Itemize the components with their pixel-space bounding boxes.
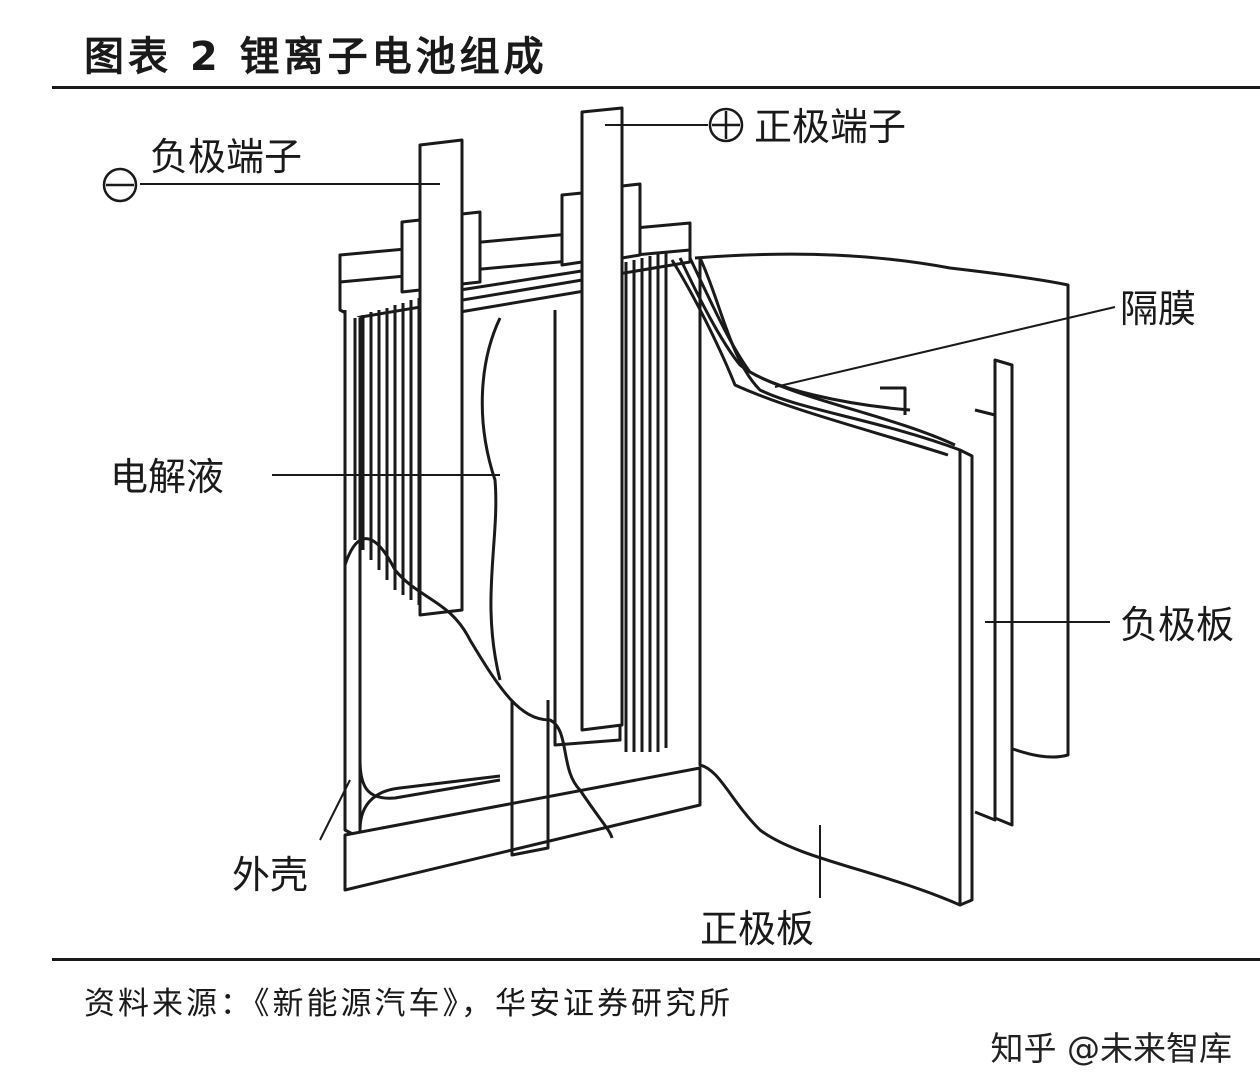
bottom-base <box>343 766 702 892</box>
negative-terminal-collar <box>400 210 482 294</box>
label-negative-plate: 负极板 <box>1120 603 1234 647</box>
casing-left-strips <box>353 298 421 605</box>
plus-symbol-icon <box>708 107 744 143</box>
electrolyte-edge <box>343 537 614 839</box>
negative-plate-layer-2 <box>974 408 997 822</box>
figure-title: 图表 2 锂离子电池组成 <box>84 34 548 80</box>
casing-body <box>343 310 362 840</box>
positive-terminal-post <box>580 106 624 732</box>
top-rule <box>52 86 1260 89</box>
positive-strips <box>624 252 668 752</box>
leader-separator <box>774 306 1116 388</box>
positive-terminal-collar <box>560 182 642 267</box>
label-positive-plate: 正极板 <box>700 907 814 951</box>
separator-curve-1 <box>678 257 911 412</box>
center-rod <box>510 700 550 857</box>
negative-plate-layer-1 <box>993 358 1014 827</box>
bottom-inner <box>358 759 501 831</box>
negative-terminal-post <box>418 138 464 617</box>
separator-fold <box>880 386 907 415</box>
positive-plate-edge <box>959 448 974 907</box>
label-negative-terminal: 负极端子 <box>150 135 302 179</box>
label-electrolyte: 电解液 <box>110 455 224 499</box>
label-casing: 外壳 <box>232 853 308 897</box>
source-note: 资料来源：《新能源汽车》，华安证券研究所 <box>84 986 733 1022</box>
label-positive-terminal: 正极端子 <box>754 105 906 149</box>
label-separator: 隔膜 <box>1120 287 1196 331</box>
minus-symbol-icon <box>102 167 138 203</box>
positive-plate <box>698 256 962 907</box>
bottom-rule <box>52 958 1260 961</box>
watermark: 知乎 @未来智库 <box>990 1029 1233 1068</box>
electrolyte-inner-line <box>480 317 502 681</box>
positive-post-lower <box>553 310 622 747</box>
separator-curve-2 <box>688 257 956 447</box>
separator-curve-3 <box>670 259 949 457</box>
leader-casing <box>319 779 351 841</box>
